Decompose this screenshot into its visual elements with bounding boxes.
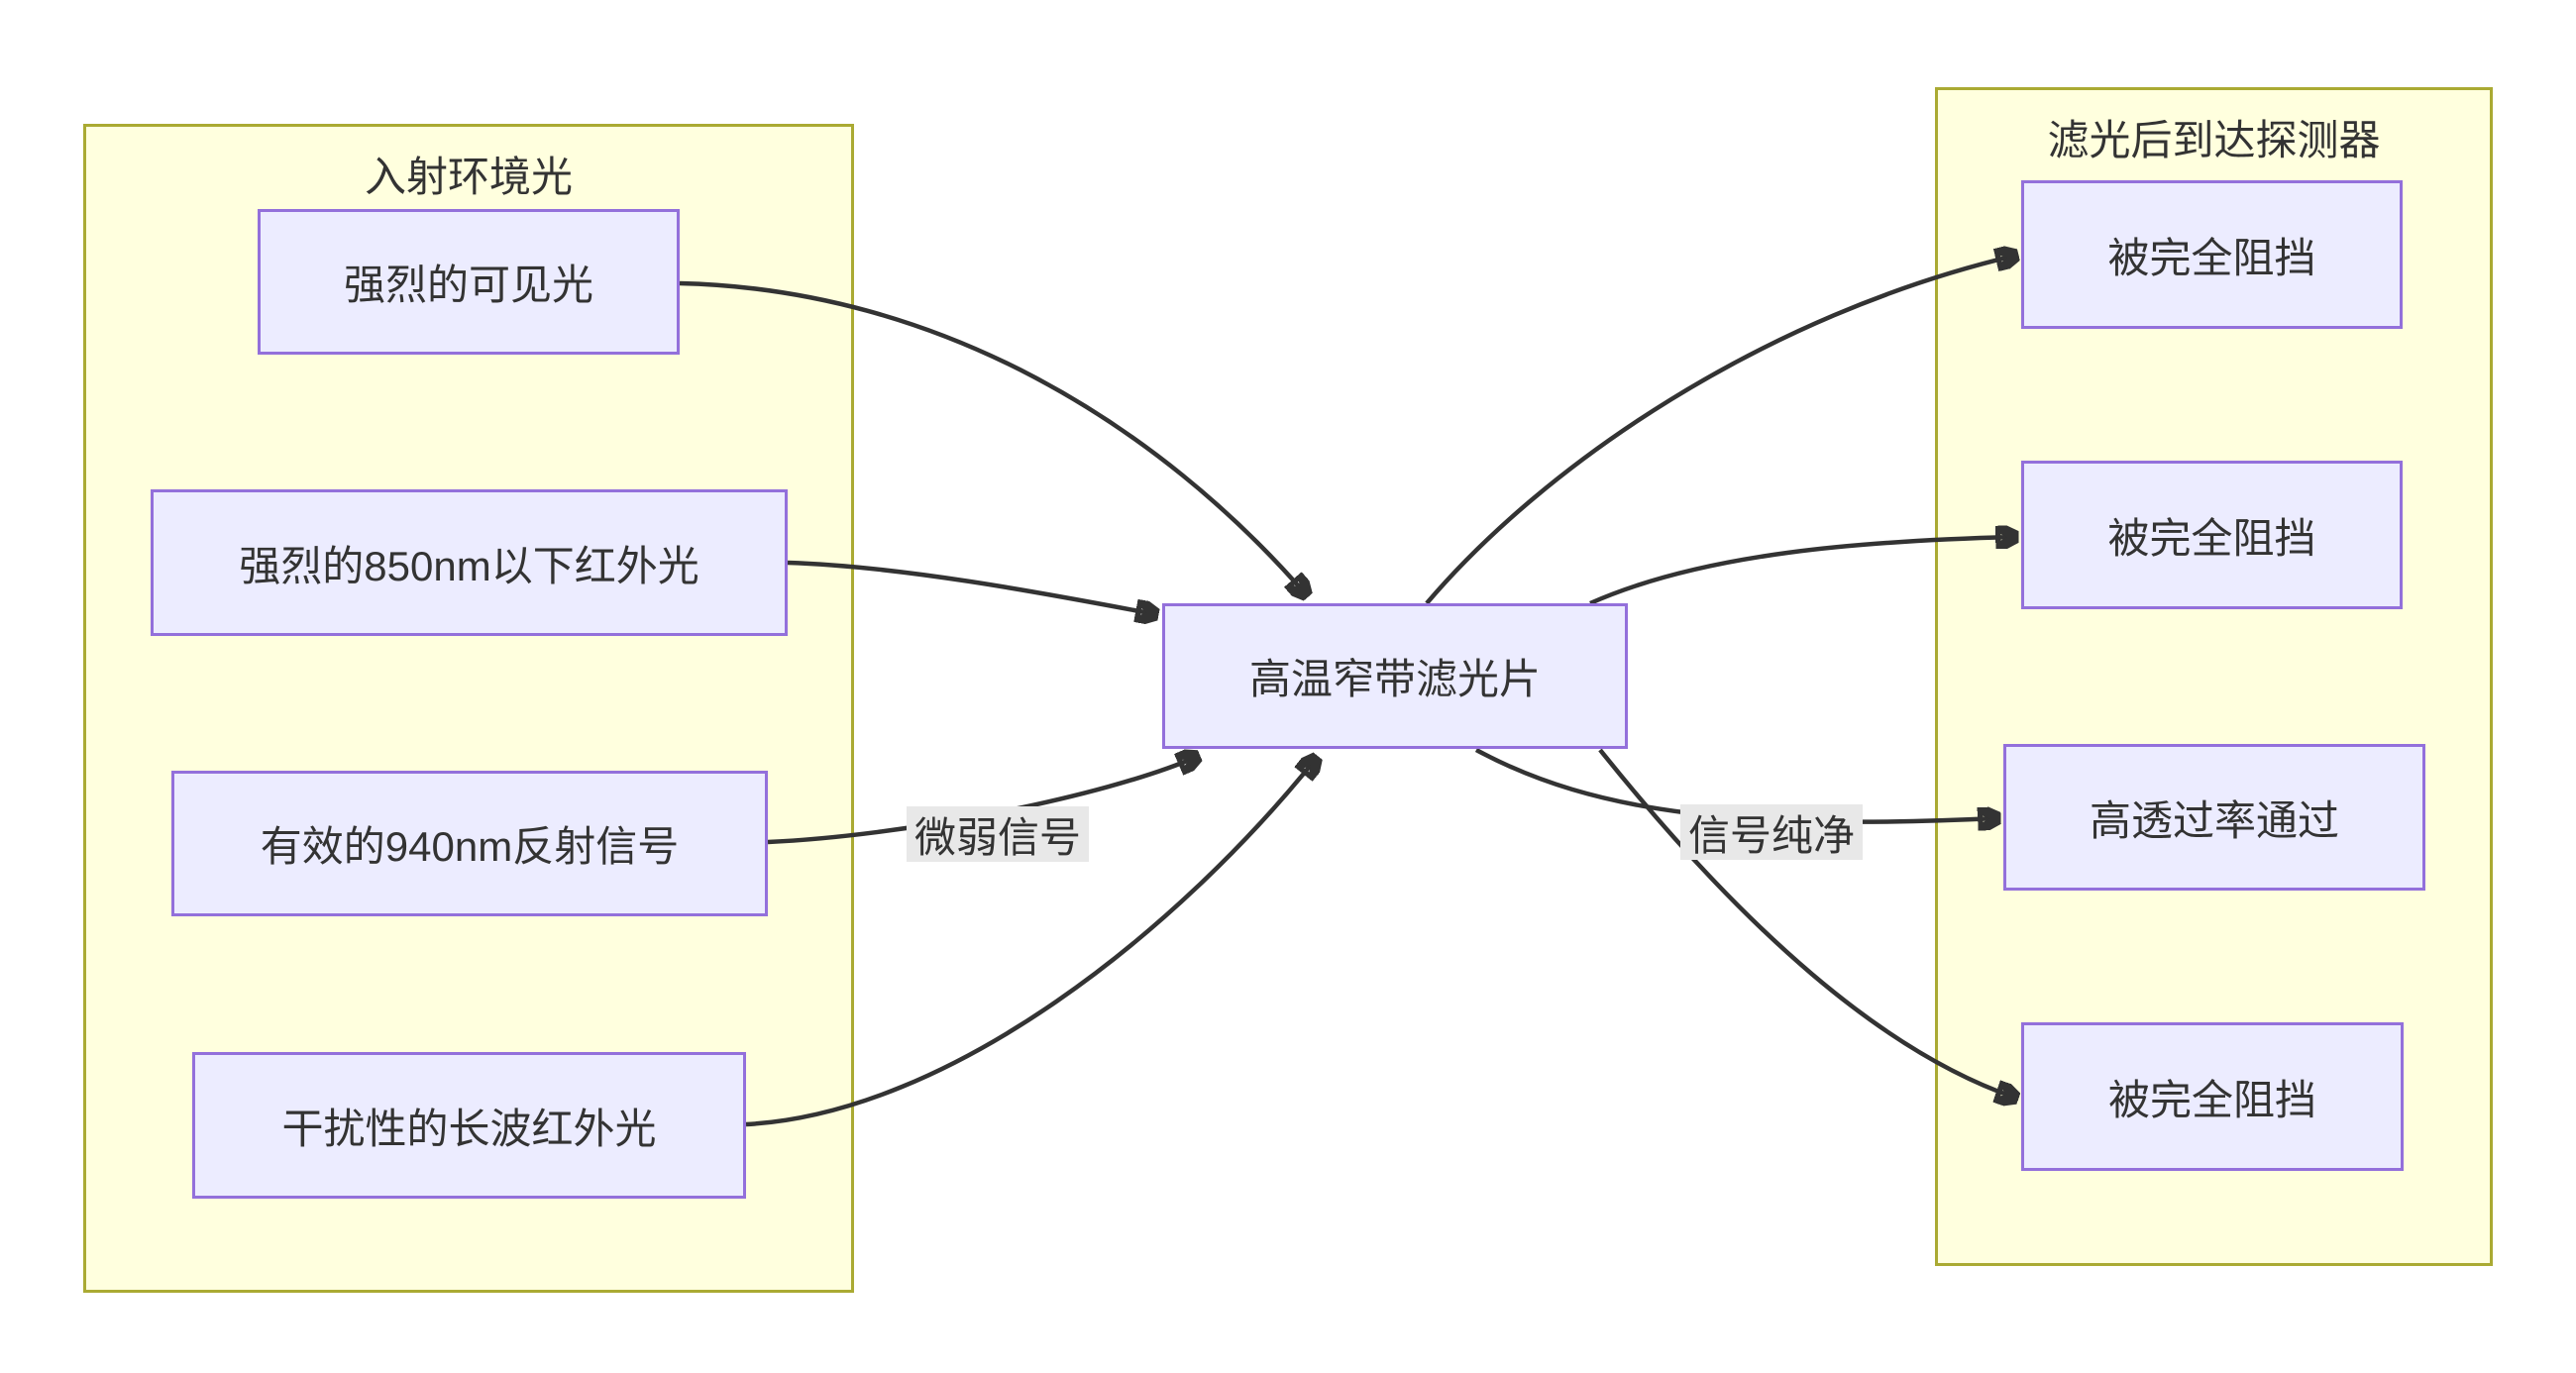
edge-filter-to-blocked1 [1425,256,2015,605]
node-strong-ir-below-850nm: 强烈的850nm以下红外光 [151,489,788,636]
node-strong-visible-light: 强烈的可见光 [258,209,680,355]
edge-label-weak-signal: 微弱信号 [907,806,1089,862]
node-interfering-longwave-ir: 干扰性的长波红外光 [192,1052,746,1199]
node-high-transmittance-pass: 高透过率通过 [2003,744,2425,891]
node-valid-940nm-signal: 有效的940nm反射信号 [171,771,768,916]
edge-filter-to-blocked2 [1589,537,2015,606]
cluster-title-after-filter: 滤光后到达探测器 [2047,117,2381,163]
node-fully-blocked-2: 被完全阻挡 [2021,461,2403,609]
cluster-title-incident-light: 入射环境光 [364,154,573,200]
node-fully-blocked-1: 被完全阻挡 [2021,180,2403,329]
edge-longwave-to-filter [745,759,1316,1127]
node-narrowband-filter: 高温窄带滤光片 [1162,603,1628,749]
edge-ir850-to-filter [787,560,1155,614]
edge-visible-to-filter [679,280,1306,594]
edge-label-pure-signal: 信号纯净 [1680,804,1863,860]
node-fully-blocked-3: 被完全阻挡 [2021,1022,2404,1171]
edge-filter-to-blocked3 [1598,748,2015,1098]
